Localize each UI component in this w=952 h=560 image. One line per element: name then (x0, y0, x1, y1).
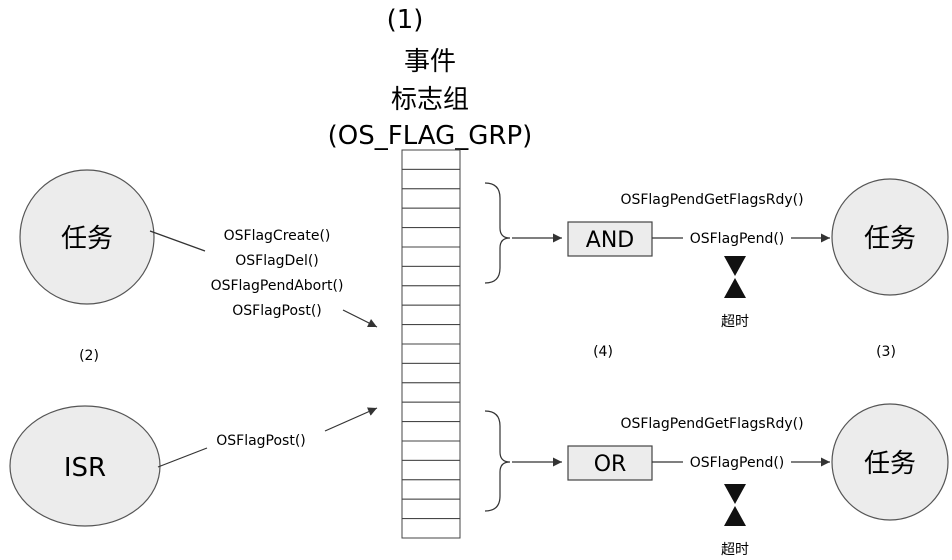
task-node-right-top (831, 178, 949, 296)
flag-cell (401, 362, 461, 384)
and-label: AND (586, 228, 634, 253)
task-to-group-arrow (342, 309, 378, 328)
flag-cell (401, 246, 461, 267)
or-gate (567, 445, 653, 481)
title-line-2: 标志组 (391, 85, 469, 115)
flag-cell (401, 479, 461, 500)
task-label-right-top: 任务 (864, 224, 916, 254)
and-gate (567, 221, 653, 257)
pend-bottom: OSFlagPend() (690, 455, 785, 471)
call-pend-abort: OSFlagPendAbort() (211, 278, 344, 294)
flag-cell (401, 207, 461, 229)
timeout-bottom: 超时 (721, 542, 749, 558)
title-number: (1) (387, 5, 424, 35)
timeout-top: 超时 (721, 314, 749, 330)
flag-cell (401, 265, 461, 287)
getflags-top: OSFlagPendGetFlagsRdy() (620, 192, 803, 208)
call-post: OSFlagPost() (232, 303, 322, 319)
flag-cell (401, 304, 461, 326)
flag-cell (401, 518, 461, 539)
hourglass-icon-bottom (724, 484, 746, 526)
flag-cell (401, 285, 461, 306)
task-label-left: 任务 (61, 224, 113, 254)
task-label-right-bottom: 任务 (864, 449, 916, 479)
flag-cell (401, 421, 461, 442)
marker-2: (2) (79, 348, 99, 364)
pend-top: OSFlagPend() (690, 231, 785, 247)
isr-connector (157, 447, 208, 468)
brace-bottom (484, 410, 511, 512)
task-node-right-bottom (831, 403, 949, 521)
flag-cell (401, 459, 461, 481)
task-connector (149, 230, 206, 252)
flag-cell (401, 382, 461, 403)
getflags-bottom: OSFlagPendGetFlagsRdy() (620, 416, 803, 432)
flag-cell (401, 498, 461, 520)
flag-cell (401, 440, 461, 461)
marker-3: (3) (876, 344, 896, 360)
flag-cell (401, 401, 461, 423)
flag-cell (401, 168, 461, 190)
isr-to-group-arrow (324, 407, 378, 432)
call-del: OSFlagDel() (235, 253, 319, 269)
title-line-1: 事件 (404, 47, 456, 77)
call-create: OSFlagCreate() (224, 228, 331, 244)
flag-cell (401, 343, 461, 364)
title-line-3: (OS_FLAG_GRP) (328, 121, 533, 151)
flag-cell (401, 227, 461, 248)
flag-group-column (401, 149, 461, 539)
isr-call-post: OSFlagPost() (216, 433, 306, 449)
flag-cell (401, 324, 461, 345)
hourglass-icon-top (724, 256, 746, 298)
marker-4: (4) (593, 344, 613, 360)
flag-cell (401, 188, 461, 209)
or-label: OR (594, 452, 627, 477)
isr-label: ISR (64, 453, 106, 483)
flag-cell (401, 149, 461, 170)
task-node-left (19, 169, 155, 305)
brace-top (484, 182, 511, 284)
